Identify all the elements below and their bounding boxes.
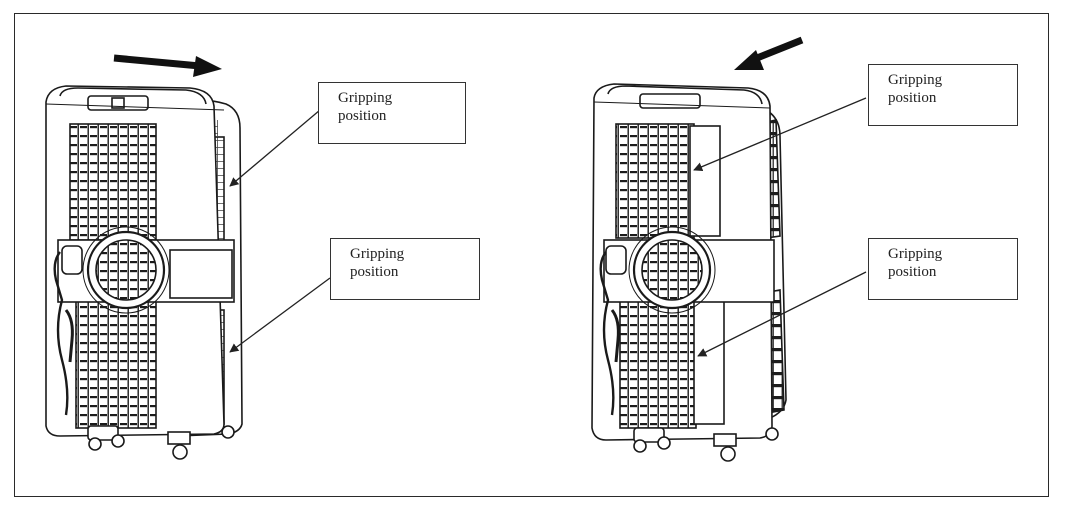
callout-text-line2: position (338, 108, 387, 124)
callout-text-line2: position (350, 264, 399, 280)
leader-line-right-bottom (697, 271, 867, 357)
move-arrow-left (750, 36, 804, 64)
callout-text-line1: Gripping (888, 246, 943, 262)
callout-text-line1: Gripping (350, 246, 405, 262)
callout-text-line2: position (888, 90, 937, 106)
callout-left-top: Gripping position (318, 82, 466, 144)
callout-left-bottom: Gripping position (330, 238, 480, 300)
callout-right-top: Gripping position (868, 64, 1018, 126)
air-conditioner-left (45, 54, 331, 460)
move-arrow-right (113, 54, 201, 70)
callout-text-line1: Gripping (888, 72, 943, 88)
figure-frame (14, 13, 1049, 497)
leader-line-left-top (229, 109, 321, 187)
callout-text-line1: Gripping (338, 90, 393, 106)
air-conditioner-right (591, 36, 867, 462)
leader-line-right-top (693, 97, 867, 172)
callout-right-bottom: Gripping position (868, 238, 1018, 300)
callout-text-line2: position (888, 264, 937, 280)
leader-line-left-bottom (229, 277, 331, 353)
